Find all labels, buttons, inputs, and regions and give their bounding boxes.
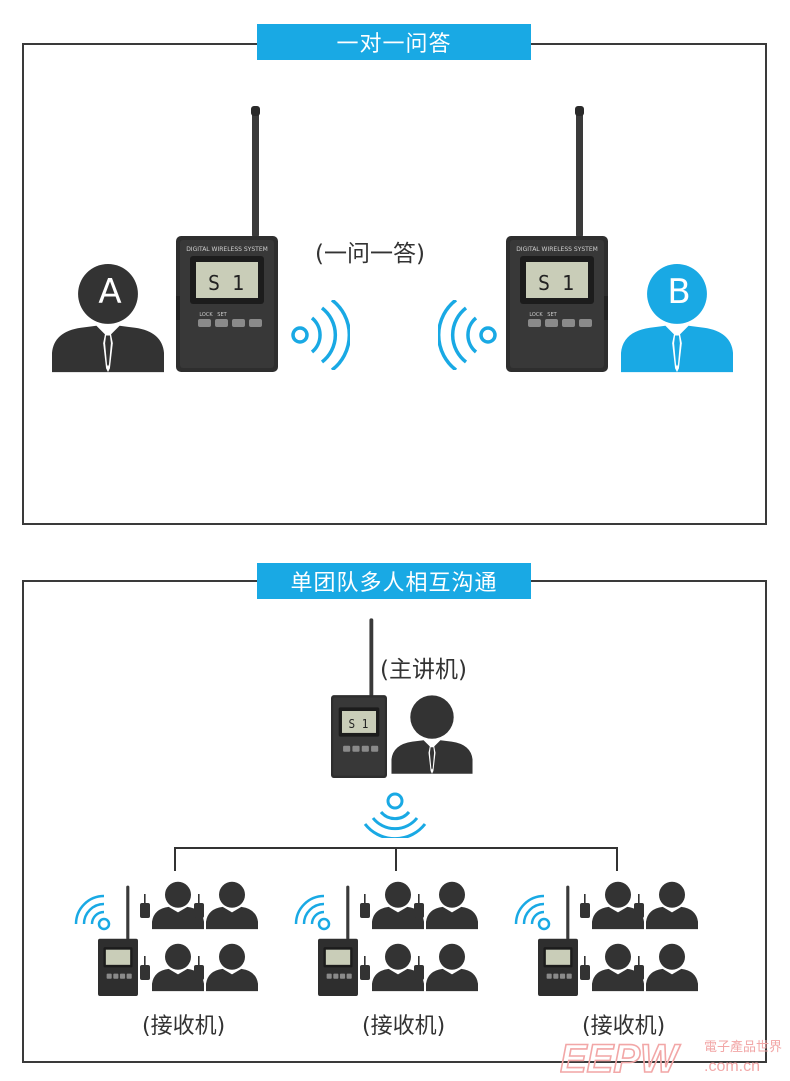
lcd-channel: S 1 xyxy=(208,271,244,295)
listener-icon xyxy=(152,943,204,992)
listener-icon xyxy=(152,881,204,930)
receiver-signal-icon xyxy=(514,894,551,931)
earpiece-receiver-icon xyxy=(194,956,204,980)
listener-icon xyxy=(206,943,258,992)
lock-label: LOCK xyxy=(199,312,213,318)
eepw-watermark-logo: EEPW 電子產品世界 .com.cn xyxy=(560,1036,782,1078)
listener-icon xyxy=(426,881,478,930)
transmitter-device-b: DIGITAL WIRELESS SYSTEM S 1 LOCK SET xyxy=(506,106,608,372)
earpiece-receiver-icon xyxy=(414,894,424,918)
listener-icon xyxy=(646,943,698,992)
receiver-device xyxy=(98,885,138,996)
earpiece-receiver-icon xyxy=(140,956,150,980)
listener-icon xyxy=(426,943,478,992)
earpiece-receiver-icon xyxy=(360,956,370,980)
device-brand-text: DIGITAL WIRELESS SYSTEM xyxy=(186,246,268,253)
receiver-signal-icon xyxy=(74,894,111,931)
watermark-url: .com.cn xyxy=(704,1058,760,1075)
watermark-tagline: 電子產品世界 xyxy=(704,1039,782,1055)
broadcast-wave-icon xyxy=(363,792,427,838)
host-speaker-icon xyxy=(391,694,473,778)
caption-receiver-unit: (接收机) xyxy=(582,1014,666,1039)
earpiece-receiver-icon xyxy=(414,956,424,980)
receiver-group: (接收机) xyxy=(70,880,280,1040)
caption-question-answer: (一问一答) xyxy=(315,241,425,267)
caption-host-unit: (主讲机) xyxy=(380,657,467,683)
earpiece-receiver-icon xyxy=(580,894,590,918)
caption-receiver-unit: (接收机) xyxy=(142,1014,226,1039)
section-title-group: 单团队多人相互沟通 xyxy=(257,563,531,599)
receiver-group: (接收机) xyxy=(510,880,720,1040)
earpiece-receiver-icon xyxy=(634,956,644,980)
device-brand-text: DIGITAL WIRELESS SYSTEM xyxy=(516,246,598,253)
earpiece-receiver-icon xyxy=(140,894,150,918)
listener-icon xyxy=(372,943,424,992)
person-a-letter: A xyxy=(98,272,122,312)
listener-icon xyxy=(372,881,424,930)
set-label: SET xyxy=(547,312,557,318)
person-b-letter: B xyxy=(667,272,691,312)
connector-lines xyxy=(174,847,618,871)
host-transmitter-device: S 1 xyxy=(331,618,387,778)
receiver-group: (接收机) xyxy=(290,880,500,1040)
earpiece-receiver-icon xyxy=(580,956,590,980)
set-label: SET xyxy=(217,312,227,318)
listener-icon xyxy=(592,881,644,930)
lock-label: LOCK xyxy=(529,312,543,318)
signal-wave-left-icon xyxy=(438,300,497,370)
listener-icon xyxy=(646,881,698,930)
lcd-channel: S 1 xyxy=(349,717,369,732)
receiver-signal-icon xyxy=(294,894,331,931)
section-title-one-to-one: 一对一问答 xyxy=(257,24,531,60)
earpiece-receiver-icon xyxy=(360,894,370,918)
listener-icon xyxy=(592,943,644,992)
earpiece-receiver-icon xyxy=(634,894,644,918)
listener-icon xyxy=(206,881,258,930)
earpiece-receiver-icon xyxy=(194,894,204,918)
signal-wave-right-icon xyxy=(291,300,350,370)
lcd-channel: S 1 xyxy=(538,271,574,295)
caption-receiver-unit: (接收机) xyxy=(362,1014,446,1039)
receiver-device xyxy=(538,885,578,996)
watermark-logo-text: EEPW xyxy=(560,1037,681,1078)
receiver-device xyxy=(318,885,358,996)
transmitter-device-a: DIGITAL WIRELESS SYSTEM S 1 LOCK SET xyxy=(176,106,278,372)
